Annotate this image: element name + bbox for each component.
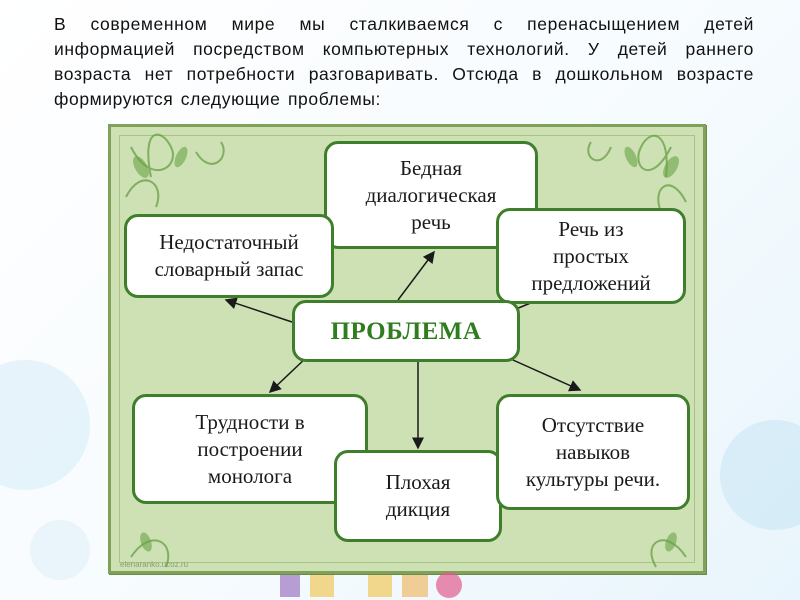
flower-icon [436,572,462,598]
background-bubble [30,520,90,580]
arrow-to-vocabulary [224,297,293,323]
decoration-block [280,575,300,597]
decoration-block [368,575,392,597]
floral-ornament-icon [125,133,687,568]
node-diction: Плохая дикция [334,450,502,542]
node-poor-dialogic: Бедная диалогическая речь [324,141,538,249]
intro-text: В современном мире мы сталкиваемся с пер… [54,14,754,109]
arrow-to-culture [503,355,582,392]
node-culture: Отсутствие навыков культуры речи. [496,394,690,510]
watermark-text: elenaranko.ucoz.ru [120,560,189,569]
decoration-block [310,575,334,597]
node-simple-sentences: Речь из простых предложений [496,208,686,304]
node-vocabulary: Недостаточный словарный запас [124,214,334,298]
decoration-block [402,575,428,597]
arrow-to-monologue [268,355,309,394]
node-problem-center: ПРОБЛЕМА [292,300,520,362]
background-bubble [0,360,90,490]
node-monologue: Трудности в построении монолога [132,394,368,504]
board-inner-frame [119,135,695,563]
background-bubble [720,420,800,530]
arrow-to-poor-dialogic [397,250,435,301]
